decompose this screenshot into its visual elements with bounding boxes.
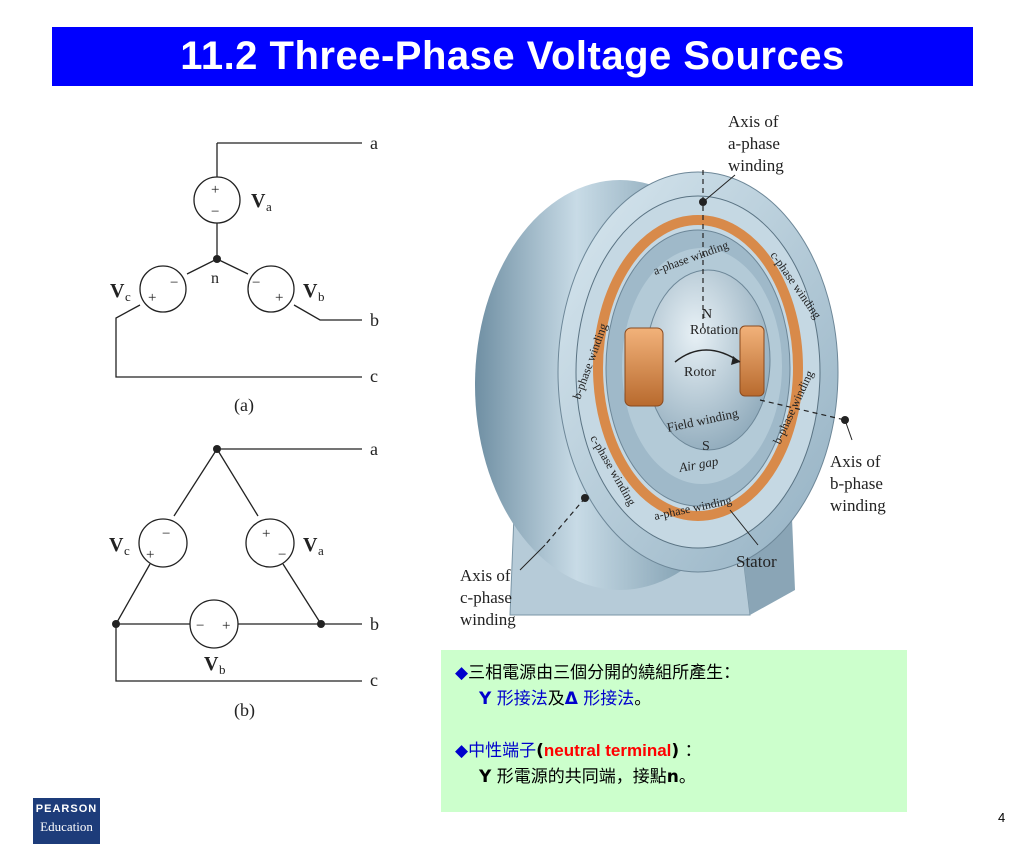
note-line-2: Y 形接法及Δ 形接法。 [479,689,652,709]
stator-label: Stator [736,552,777,571]
page-number: 4 [998,810,1006,825]
delta-va-minus: − [278,547,286,563]
va-minus-sign: − [211,204,219,220]
terminal-a: a [370,133,378,153]
delta-vb-subscript: b [219,662,226,677]
delta-va-subscript: a [318,543,324,558]
delta-vc-plus: + [146,547,154,563]
delta-vc-label: V [109,534,124,556]
delta-vb-label: V [204,653,219,675]
delta-va-plus: + [262,526,270,542]
air-gap-label: Air gap [677,453,720,475]
vc-plus-sign: + [148,290,156,306]
vc-label: V [110,280,125,302]
note-line-4: Y 形電源的共同端，接點n。 [479,767,696,787]
notes-box: ◆三相電源由三個分開的繞組所產生： Y 形接法及Δ 形接法。 ◆中性端子(neu… [441,650,907,812]
delta-vc-minus: − [162,526,170,542]
axis-a-label: Axis of a-phase winding [728,112,784,175]
axis-b-label: Axis of b-phase winding [830,452,887,515]
generator-illustration: Axis of a-phase winding Axis of b-phase … [460,112,887,629]
north-pole-label: N [702,307,712,322]
circuit-a-y-connection: + − − + − + V a V b V c n a b c (a) [110,133,379,416]
slide-title: 11.2 Three-Phase Voltage Sources [52,27,973,86]
delta-vc-subscript: c [124,543,130,558]
rotor-label: Rotor [684,365,716,380]
delta-vb-plus: + [222,618,230,634]
terminal-c: c [370,366,378,386]
vb-minus-sign: − [252,275,260,291]
va-plus-sign: + [211,182,219,198]
terminal-b: b [370,310,379,330]
bullet-diamond: ◆ [455,741,469,761]
va-label: V [251,190,266,212]
axis-c-label: Axis of c-phase winding [460,566,516,629]
circuit-b-delta-connection: − + + − − + V c V a V b a b c (b) [109,439,379,721]
delta-terminal-a: a [370,439,378,459]
caption-b: (b) [234,700,255,721]
vc-minus-sign: − [170,275,178,291]
delta-terminal-c: c [370,670,378,690]
rotation-label: Rotation [690,323,738,338]
south-pole-label: S [702,439,710,454]
vb-label: V [303,280,318,302]
vb-subscript: b [318,289,325,304]
vb-plus-sign: + [275,290,283,306]
note-line-1: ◆三相電源由三個分開的繞組所產生： [455,663,741,683]
note-line-3: ◆中性端子(neutral terminal) ： [455,741,702,761]
va-subscript: a [266,199,272,214]
bullet-diamond: ◆ [455,663,469,683]
pearson-logo: PEARSON Education [33,798,100,844]
neutral-label: n [211,270,219,287]
vc-subscript: c [125,289,131,304]
delta-terminal-b: b [370,614,379,634]
delta-va-label: V [303,534,318,556]
delta-vb-minus: − [196,618,204,634]
caption-a: (a) [234,395,254,416]
